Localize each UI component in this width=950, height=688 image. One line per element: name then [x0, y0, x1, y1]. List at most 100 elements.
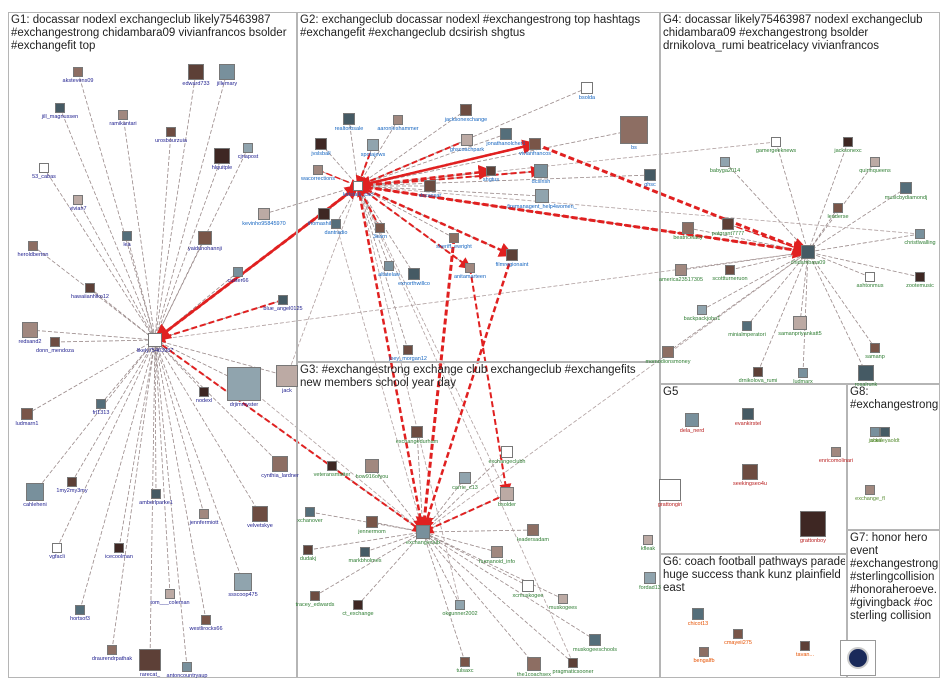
node-avatar-icon [675, 264, 687, 276]
node-label: westlirocks66 [189, 626, 222, 632]
node-avatar-icon [198, 231, 212, 245]
node-avatar-icon [55, 103, 65, 113]
node-avatar-icon [28, 241, 38, 251]
node-label: jonathanolcher1 [486, 141, 525, 147]
node-avatar-icon [214, 148, 230, 164]
node-avatar-icon [643, 535, 653, 545]
node-avatar-icon [375, 223, 385, 233]
node-avatar-icon [880, 427, 890, 437]
node-avatar-icon [461, 134, 473, 146]
group-title-line: new members school year day [300, 377, 658, 390]
group-title-g1: G1: docassar nodexl exchangeclub likely7… [11, 14, 295, 53]
node-avatar-icon [67, 477, 77, 487]
node-avatar-icon [353, 181, 363, 191]
node-label: exchangedurham [396, 439, 439, 445]
node-avatar-icon [366, 516, 378, 528]
node-label: scottturneruon [712, 276, 747, 282]
node-avatar-icon [581, 82, 593, 94]
node-label: firemanagent_help4women_ [507, 204, 576, 210]
node-label: ludmarn1 [16, 421, 39, 427]
node-label: jennfermiott [190, 520, 219, 526]
node-avatar-icon [199, 509, 209, 519]
node-label: icecoolman [105, 554, 133, 560]
group-title-line: event [850, 545, 938, 558]
node-avatar-icon [858, 365, 874, 381]
node-label: dantradio [325, 230, 348, 236]
node-avatar-icon [870, 343, 880, 353]
node-avatar-icon [411, 426, 423, 438]
node-label: grattongiri [658, 502, 682, 508]
vw-logo-node[interactable] [840, 640, 876, 676]
node-label: ghscoachpark [450, 147, 484, 153]
node-avatar-icon [219, 64, 235, 80]
node-avatar-icon [182, 662, 192, 672]
node-label: cynthia_lardner [261, 473, 299, 479]
node-avatar-icon [114, 543, 124, 553]
group-title-line: G4: docassar likely75463987 nodexl excha… [663, 14, 938, 27]
node-avatar-icon [682, 222, 694, 234]
group-title-line: #givingback #oc [850, 597, 938, 610]
node-avatar-icon [50, 337, 60, 347]
node-avatar-icon [276, 365, 298, 387]
node-avatar-icon [568, 658, 578, 668]
node-label: rarecat_ [140, 672, 160, 678]
node-label: 3earn [373, 234, 387, 240]
node-label: aaronleshammer [377, 126, 418, 132]
node-avatar-icon [148, 333, 162, 347]
node-avatar-icon [227, 367, 261, 401]
node-avatar-icon [742, 408, 754, 420]
node-label: bs [631, 145, 637, 151]
node-avatar-icon [644, 169, 656, 181]
node-label: lea [123, 242, 130, 248]
node-label: hlquitple [212, 165, 233, 171]
node-avatar-icon [527, 657, 541, 671]
node-avatar-icon [365, 459, 379, 473]
node-label: tavan... [796, 652, 814, 658]
node-label: muskogeeschools [573, 647, 617, 653]
group-title-line: sterling collision [850, 610, 938, 623]
group-title-line: #sterlingcollision [850, 571, 938, 584]
node-avatar-icon [343, 113, 355, 125]
node-avatar-icon [793, 316, 807, 330]
group-title-line: #honoraheroeve... [850, 584, 938, 597]
node-avatar-icon [416, 525, 430, 539]
node-label: amberlparke1 [139, 500, 173, 506]
node-label: joey_morgan12 [389, 356, 427, 362]
group-title-g6: G6: coach football pathways parade huge … [663, 556, 845, 595]
node-avatar-icon [915, 229, 925, 239]
node-label: tom___coleman [150, 600, 189, 606]
node-avatar-icon [52, 543, 62, 553]
node-avatar-icon [107, 645, 117, 655]
node-avatar-icon [589, 634, 601, 646]
node-label: spotajews [361, 152, 385, 158]
node-avatar-icon [310, 591, 320, 601]
node-label: musicbydiamondj [885, 195, 928, 201]
node-avatar-icon [798, 368, 808, 378]
node-avatar-icon [85, 283, 95, 293]
group-title-line: G7: honor hero [850, 532, 938, 545]
node-avatar-icon [527, 524, 539, 536]
node-label: drjimmyster [230, 402, 258, 408]
group-box-g3 [297, 362, 660, 678]
node-avatar-icon [486, 166, 496, 176]
node-label: nodexl [196, 398, 212, 404]
node-label: xchanover [297, 518, 322, 524]
node-avatar-icon [865, 272, 875, 282]
node-label: custer66 [227, 278, 248, 284]
node-avatar-icon [900, 182, 912, 194]
node-label: leadersadam [517, 537, 549, 543]
group-title-g2: G2: exchangeclub docassar nodexl #exchan… [300, 14, 658, 40]
node-label: wacorrections [301, 176, 335, 182]
node-avatar-icon [165, 589, 175, 599]
group-title-line: #exchangefit top [11, 40, 295, 53]
node-avatar-icon [118, 110, 128, 120]
node-label: samanpriyankatt5 [778, 331, 821, 337]
node-avatar-icon [278, 295, 288, 305]
node-avatar-icon [500, 128, 512, 140]
group-title-line: G2: exchangeclub docassar nodexl #exchan… [300, 14, 658, 27]
node-avatar-icon [139, 649, 161, 671]
node-avatar-icon [455, 600, 465, 610]
node-avatar-icon [753, 367, 763, 377]
node-avatar-icon [725, 265, 735, 275]
node-avatar-icon [313, 165, 323, 175]
